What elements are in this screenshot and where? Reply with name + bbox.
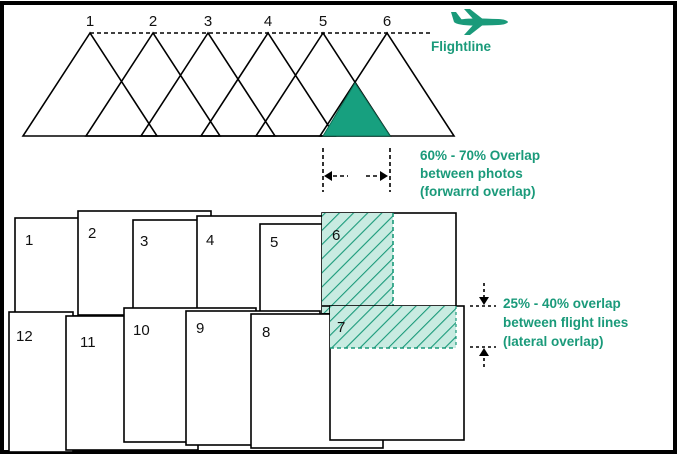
photo-1 — [14, 217, 90, 317]
lateral-overlap-line1: 25% - 40% overlap — [503, 296, 621, 311]
photo-number-1: 1 — [25, 232, 33, 249]
forward-overlap-dimension — [322, 148, 391, 192]
lateral-overlap-line2: between flight lines — [503, 315, 628, 330]
exposure-number-3: 3 — [204, 13, 212, 30]
photo-number-6: 6 — [332, 227, 340, 244]
photo-row-top — [14, 210, 457, 317]
photo-number-10: 10 — [133, 322, 150, 339]
forward-overlap-line1: 60% - 70% Overlap — [420, 148, 540, 163]
exposure-cone-4 — [199, 31, 337, 137]
photo-12 — [8, 311, 74, 453]
flightline-cones — [21, 31, 456, 137]
lateral-overlap-line3: (lateral overlap) — [503, 334, 604, 349]
exposure-number-4: 4 — [264, 13, 272, 30]
forward-overlap-line2: between photos — [420, 166, 523, 181]
photo-number-7: 7 — [337, 319, 345, 336]
forward-overlap-hatch — [322, 213, 393, 313]
photo-number-9: 9 — [196, 320, 204, 337]
photo-number-11: 11 — [80, 334, 96, 351]
forward-overlap-line3: (forwarrd overlap) — [420, 184, 536, 199]
photo-number-4: 4 — [206, 232, 214, 249]
photo-row-bottom — [8, 305, 465, 453]
exposure-cone-1 — [21, 31, 159, 137]
lateral-overlap-hatch — [330, 306, 456, 348]
exposure-numbers: 1 2 3 4 5 6 — [86, 13, 391, 30]
photo-number-2: 2 — [88, 225, 96, 242]
photo-number-5: 5 — [270, 234, 278, 251]
exposure-number-6: 6 — [383, 13, 391, 30]
forward-overlap-triangle — [322, 82, 391, 137]
flightline-label: Flightline — [431, 39, 491, 54]
exposure-cone-2 — [84, 31, 222, 137]
photo-numbers: 1 2 3 4 5 6 12 11 10 9 8 7 — [16, 225, 345, 351]
airplane-icon — [451, 9, 508, 35]
exposure-cone-3 — [139, 31, 277, 137]
exposure-number-2: 2 — [149, 13, 157, 30]
photo-number-12: 12 — [16, 328, 33, 345]
exposure-number-5: 5 — [319, 13, 327, 30]
lateral-overlap-dimension — [470, 283, 496, 368]
exposure-number-1: 1 — [86, 13, 94, 30]
photo-number-3: 3 — [140, 233, 148, 250]
photo-number-8: 8 — [262, 324, 270, 341]
